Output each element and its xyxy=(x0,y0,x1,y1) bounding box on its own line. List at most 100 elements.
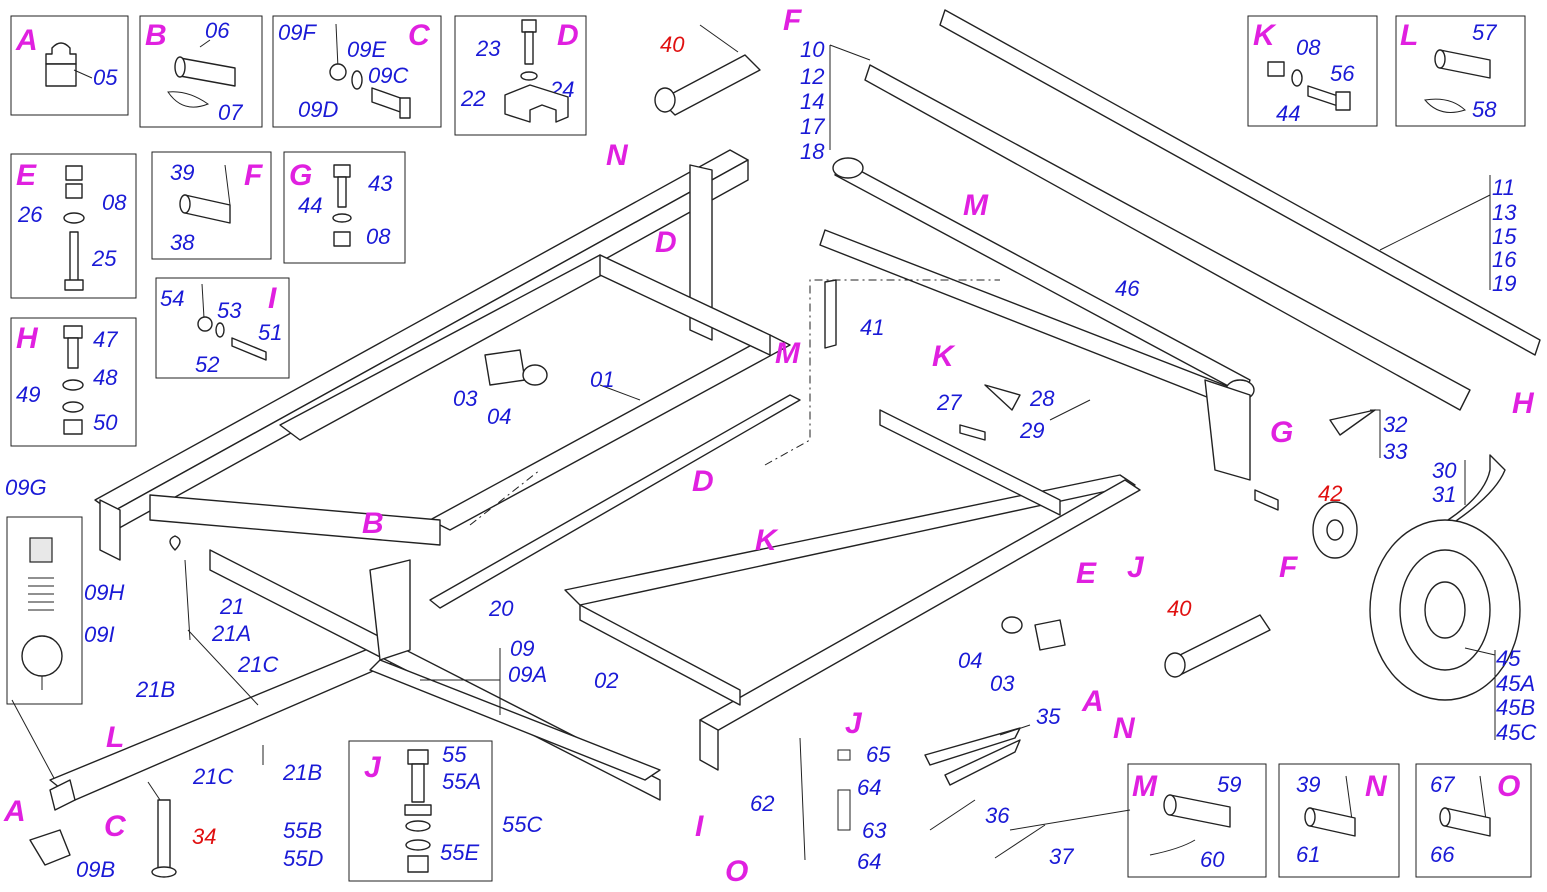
svg-text:14: 14 xyxy=(800,89,824,114)
svg-text:30: 30 xyxy=(1432,458,1457,483)
svg-text:02: 02 xyxy=(594,668,618,693)
svg-text:55: 55 xyxy=(442,742,467,767)
svg-text:09: 09 xyxy=(510,636,534,661)
inset-M: M 59 60 xyxy=(1127,763,1267,878)
svg-text:M: M xyxy=(1132,770,1158,803)
svg-text:D: D xyxy=(692,465,714,498)
svg-text:23: 23 xyxy=(475,36,501,61)
svg-text:42: 42 xyxy=(1318,481,1342,506)
svg-text:B: B xyxy=(145,19,167,52)
svg-text:H: H xyxy=(16,322,39,355)
svg-text:39: 39 xyxy=(1296,772,1320,797)
svg-text:41: 41 xyxy=(860,315,884,340)
hardware-misc xyxy=(29,279,1066,866)
svg-text:10: 10 xyxy=(800,37,825,62)
svg-text:I: I xyxy=(268,282,277,315)
svg-text:48: 48 xyxy=(93,365,118,390)
svg-text:09E: 09E xyxy=(347,37,386,62)
svg-text:03: 03 xyxy=(453,386,478,411)
inset-I: I 54 53 51 52 xyxy=(155,277,290,379)
inset-H: H 47 48 49 50 xyxy=(10,317,137,447)
svg-text:D: D xyxy=(557,19,579,52)
svg-text:25: 25 xyxy=(91,246,117,271)
svg-text:F: F xyxy=(244,159,263,192)
svg-text:05: 05 xyxy=(93,65,118,90)
wheel-45 xyxy=(1369,519,1521,701)
inset-N: N 39 61 xyxy=(1278,763,1400,878)
svg-text:M: M xyxy=(963,189,989,222)
svg-text:L: L xyxy=(106,721,124,754)
svg-text:K: K xyxy=(755,524,779,557)
main-frame-01 xyxy=(94,149,791,561)
shanks xyxy=(1329,409,1506,526)
inset-J: J 55 55A 55B 55C 55D 55E xyxy=(283,740,542,882)
svg-text:62: 62 xyxy=(750,791,774,816)
svg-text:09C: 09C xyxy=(368,63,408,88)
svg-text:29: 29 xyxy=(1019,418,1044,443)
beam-20 xyxy=(429,394,801,609)
svg-text:O: O xyxy=(725,855,748,887)
inset-B: B 06 07 xyxy=(139,15,263,128)
inset-A: A 05 xyxy=(10,15,129,116)
svg-text:M: M xyxy=(775,337,801,370)
svg-text:26: 26 xyxy=(17,202,43,227)
svg-text:45B: 45B xyxy=(1496,695,1535,720)
svg-text:38: 38 xyxy=(170,230,195,255)
svg-text:21B: 21B xyxy=(135,677,175,702)
svg-text:21B: 21B xyxy=(282,760,322,785)
leader-lines xyxy=(187,24,1496,831)
svg-text:54: 54 xyxy=(160,286,184,311)
svg-text:67: 67 xyxy=(1430,772,1455,797)
svg-text:64: 64 xyxy=(857,775,881,800)
svg-text:F: F xyxy=(1279,551,1298,584)
svg-text:11: 11 xyxy=(1492,175,1515,200)
svg-text:E: E xyxy=(16,159,37,192)
svg-text:I: I xyxy=(695,810,704,843)
svg-text:08: 08 xyxy=(1296,35,1321,60)
svg-text:01: 01 xyxy=(590,367,614,392)
svg-text:49: 49 xyxy=(16,382,40,407)
svg-text:57: 57 xyxy=(1472,20,1497,45)
svg-text:32: 32 xyxy=(1383,412,1407,437)
svg-text:53: 53 xyxy=(217,298,242,323)
svg-text:52: 52 xyxy=(195,352,219,377)
svg-text:60: 60 xyxy=(1200,847,1225,872)
inset-C: C 09F 09E 09C 09D xyxy=(272,15,442,128)
svg-text:66: 66 xyxy=(1430,842,1455,867)
inset-O: O 67 66 xyxy=(1415,763,1532,878)
svg-text:15: 15 xyxy=(1492,224,1517,249)
svg-text:A: A xyxy=(15,24,38,57)
svg-text:65: 65 xyxy=(866,742,891,767)
inset-K: K 08 56 44 xyxy=(1247,15,1378,127)
callout-N-top: N xyxy=(606,139,629,172)
svg-text:E: E xyxy=(1076,557,1097,590)
svg-text:03: 03 xyxy=(990,671,1015,696)
svg-text:09I: 09I xyxy=(84,622,115,647)
svg-text:55B: 55B xyxy=(283,818,322,843)
svg-text:21C: 21C xyxy=(237,652,278,677)
svg-text:44: 44 xyxy=(1276,101,1300,126)
svg-text:G: G xyxy=(289,159,312,192)
inset-spring: 09G 09H 09I xyxy=(5,475,124,781)
svg-text:21: 21 xyxy=(219,594,244,619)
svg-text:O: O xyxy=(1497,770,1520,803)
hub-42 xyxy=(1312,501,1358,559)
svg-text:09H: 09H xyxy=(84,580,124,605)
svg-text:20: 20 xyxy=(488,596,514,621)
svg-text:16: 16 xyxy=(1492,247,1517,272)
svg-text:06: 06 xyxy=(205,18,230,43)
svg-text:07: 07 xyxy=(218,100,243,125)
svg-text:J: J xyxy=(364,751,382,784)
svg-text:04: 04 xyxy=(487,404,511,429)
inset-F: F 39 38 xyxy=(151,151,272,260)
svg-text:17: 17 xyxy=(800,114,825,139)
svg-text:J: J xyxy=(1127,551,1145,584)
svg-text:28: 28 xyxy=(1029,386,1055,411)
svg-text:55E: 55E xyxy=(440,840,479,865)
svg-text:55C: 55C xyxy=(502,812,542,837)
frame-02 xyxy=(564,409,1141,771)
inset-D: D 23 24 22 xyxy=(454,15,587,136)
svg-text:N: N xyxy=(1113,712,1136,745)
svg-text:59: 59 xyxy=(1217,772,1241,797)
